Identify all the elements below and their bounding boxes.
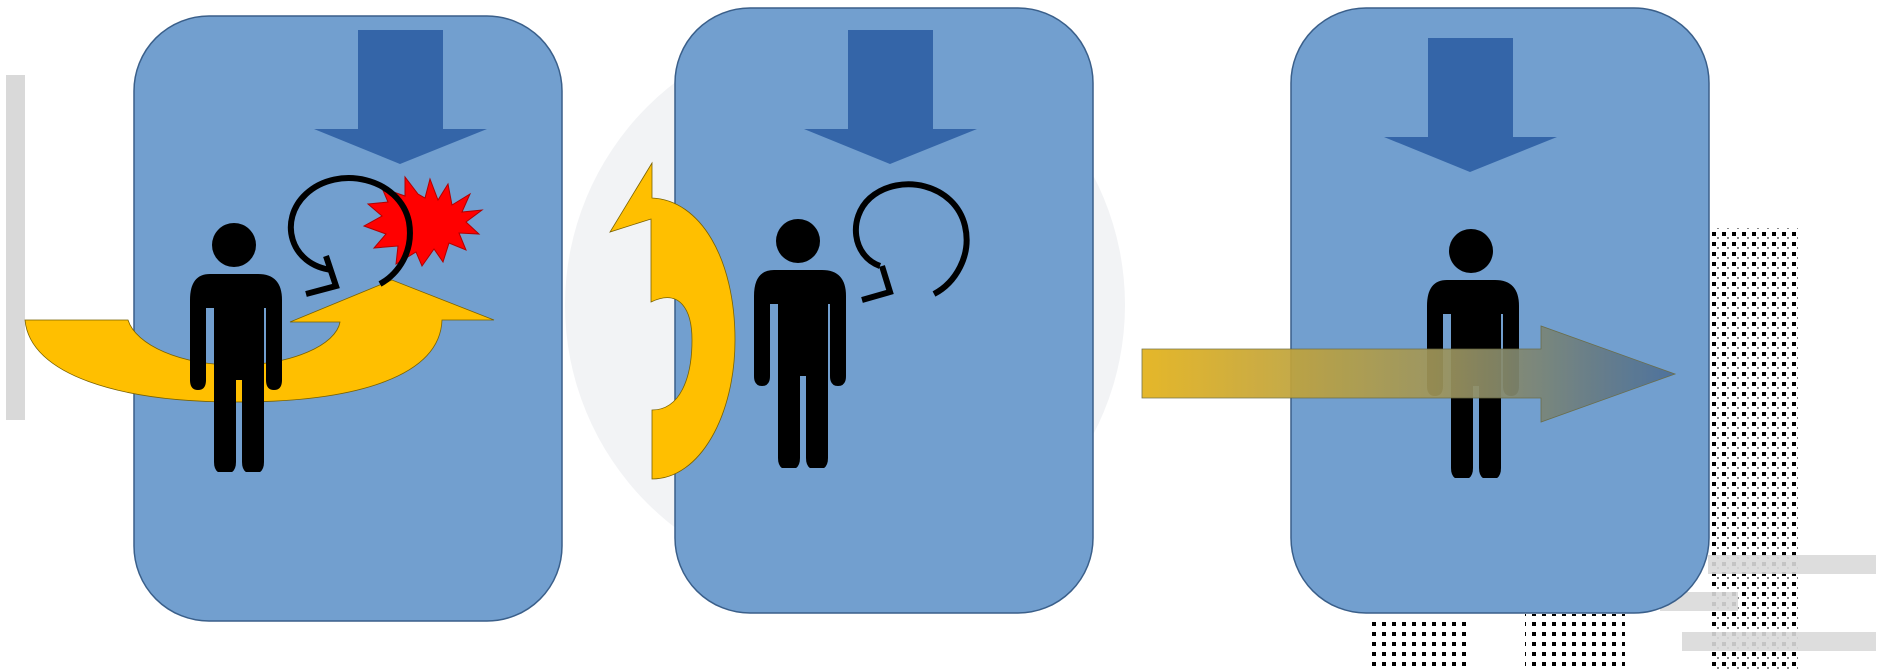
dotted-block-decoration — [1372, 618, 1468, 670]
dotted-block-decoration — [1525, 614, 1625, 670]
panel-2 — [610, 8, 1093, 613]
panel-1 — [25, 16, 562, 621]
gray-bar-decoration — [1682, 632, 1876, 651]
panel-3 — [1142, 8, 1709, 613]
left-gray-bar — [6, 75, 25, 420]
gray-bar-decoration — [1708, 555, 1876, 574]
